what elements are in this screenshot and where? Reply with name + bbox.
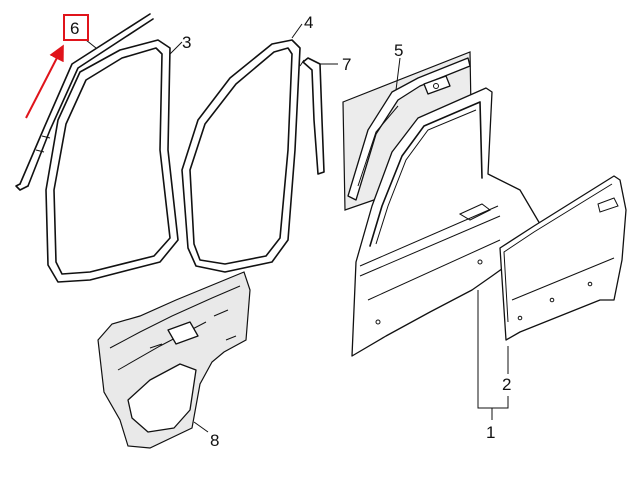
leader-1-2-bracket bbox=[477, 290, 509, 409]
leader-5 bbox=[395, 57, 401, 91]
part-7-belt-strip bbox=[299, 57, 325, 175]
part-2-outer-panel bbox=[499, 175, 627, 341]
callout-5: 5 bbox=[394, 41, 403, 60]
part-3-door-opening-seal bbox=[45, 39, 179, 283]
callout-4: 4 bbox=[304, 13, 313, 32]
part-1-door-shell bbox=[351, 87, 541, 357]
leader-lines bbox=[85, 23, 509, 433]
callout-3: 3 bbox=[182, 33, 191, 52]
highlight-box bbox=[63, 14, 89, 41]
leader-4 bbox=[291, 23, 303, 39]
part-6-frame-weatherstrip bbox=[15, 13, 154, 191]
leader-6 bbox=[85, 39, 97, 49]
leader-3 bbox=[169, 41, 183, 55]
part-4-door-weatherstrip bbox=[181, 39, 301, 273]
part-8-trim-panel bbox=[97, 271, 251, 449]
highlight-arrow bbox=[25, 44, 64, 119]
callout-1: 1 bbox=[486, 423, 495, 442]
leader-8 bbox=[193, 421, 209, 433]
callout-8: 8 bbox=[210, 431, 219, 450]
callout-6: 6 bbox=[70, 19, 79, 38]
callout-7: 7 bbox=[342, 55, 351, 74]
callout-2: 2 bbox=[502, 375, 511, 394]
